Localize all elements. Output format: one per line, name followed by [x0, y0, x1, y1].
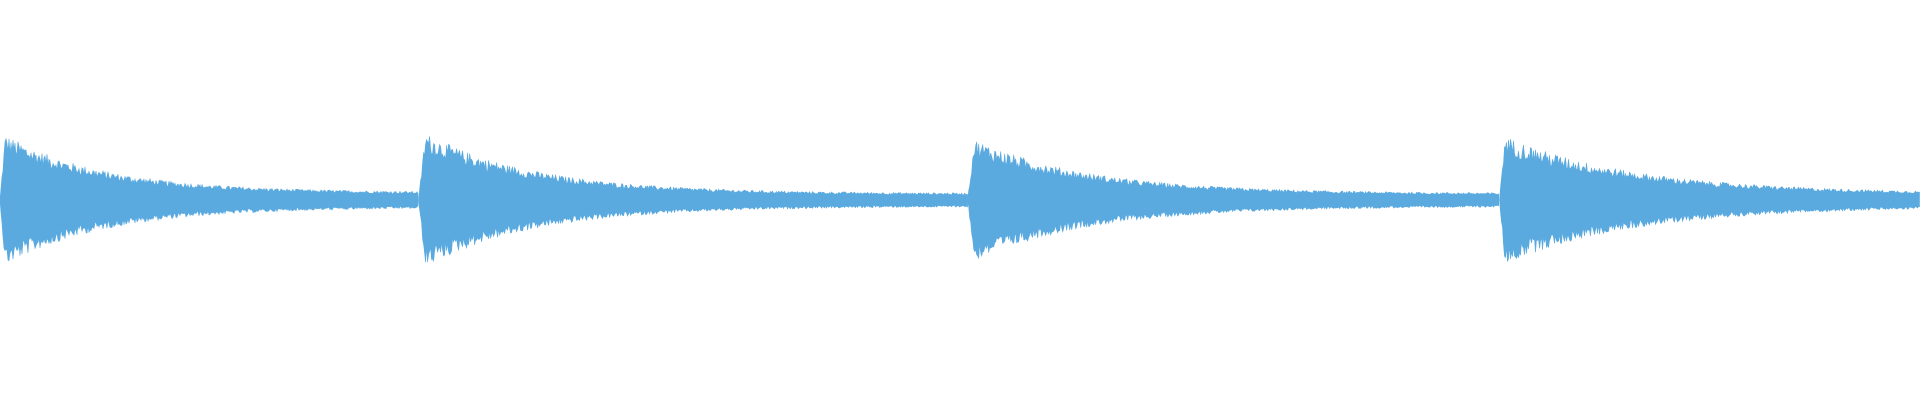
- waveform-bursts: [0, 136, 1920, 263]
- waveform-burst-3: [967, 141, 1499, 259]
- waveform-burst-2: [418, 136, 968, 263]
- waveform-burst-1: [0, 137, 419, 262]
- waveform-burst-4: [1499, 139, 1920, 262]
